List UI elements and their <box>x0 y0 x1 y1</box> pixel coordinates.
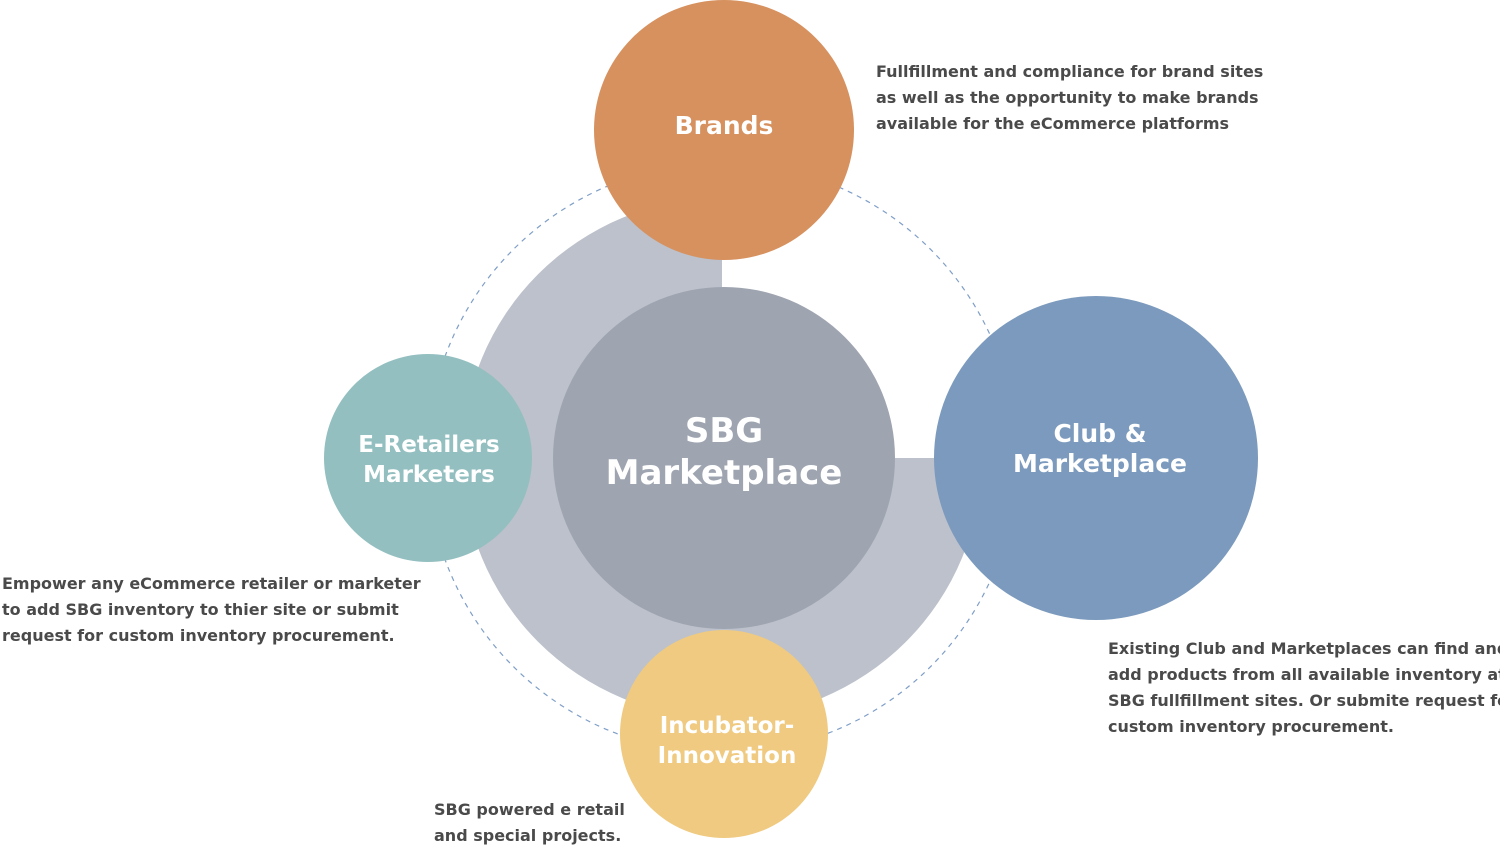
incubator-label-line2: Innovation <box>658 743 797 769</box>
incubator-description-line: SBG powered e retail <box>434 800 625 819</box>
eretailers-circle <box>324 354 532 562</box>
incubator-description-line: and special projects. <box>434 826 622 845</box>
eretailers-description-line: to add SBG inventory to thier site or su… <box>2 600 399 619</box>
brands-description-line: available for the eCommerce platforms <box>876 114 1230 133</box>
brands-description-line: Fullfillment and compliance for brand si… <box>876 62 1264 81</box>
club-label-line2: Marketplace <box>1013 449 1187 478</box>
incubator-circle <box>620 630 828 838</box>
incubator-description: SBG powered e retail and special project… <box>434 797 625 848</box>
club-label-line1: Club & <box>1053 419 1146 448</box>
center-circle <box>553 287 895 629</box>
brands-description-line: as well as the opportunity to make brand… <box>876 88 1259 107</box>
club-marketplace-circle <box>934 296 1258 620</box>
brands-label: Brands <box>675 111 774 140</box>
club-description: Existing Club and Marketplaces can find … <box>1108 636 1500 740</box>
center-title-line1: SBG <box>685 411 763 451</box>
eretailers-description: Empower any eCommerce retailer or market… <box>2 571 421 649</box>
club-marketplace-node: Club & Marketplace <box>934 296 1258 620</box>
center-title-line2: Marketplace <box>606 453 843 493</box>
incubator-label-line1: Incubator- <box>660 713 795 739</box>
eretailers-label-line2: Marketers <box>363 462 495 488</box>
brands-node: Brands <box>594 0 854 260</box>
eretailers-node: E-Retailers Marketers <box>324 354 532 562</box>
eretailers-description-line: request for custom inventory procurement… <box>2 626 395 645</box>
brands-circle <box>594 0 854 260</box>
center-node: SBG Marketplace <box>553 287 895 629</box>
eretailers-label-line1: E-Retailers <box>358 432 499 458</box>
club-description-line: Existing Club and Marketplaces can find … <box>1108 639 1500 658</box>
club-description-line: add products from all available inventor… <box>1108 665 1500 684</box>
club-description-line: custom inventory procurement. <box>1108 717 1394 736</box>
brands-description: Fullfillment and compliance for brand si… <box>876 59 1263 137</box>
club-description-line: SBG fullfillment sites. Or submite reque… <box>1108 691 1500 710</box>
eretailers-description-line: Empower any eCommerce retailer or market… <box>2 574 421 593</box>
incubator-node: Incubator- Innovation <box>620 630 828 838</box>
